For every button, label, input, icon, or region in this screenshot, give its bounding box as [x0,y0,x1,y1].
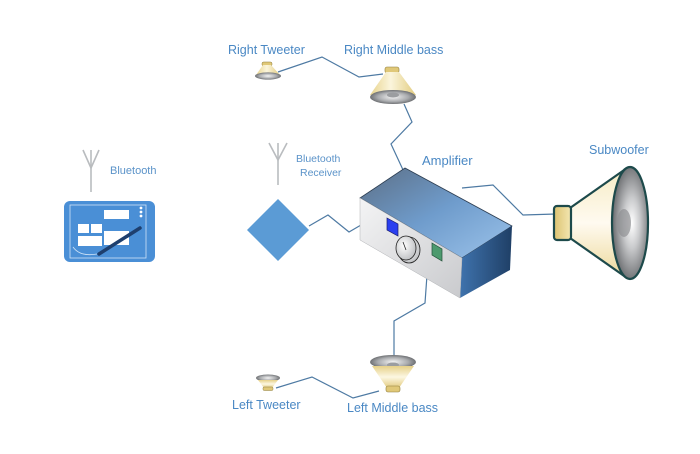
right-middle-bass-label: Right Middle bass [344,43,444,57]
amplifier-icon [359,167,513,299]
left-middle-bass-icon [370,355,416,393]
wire-right-middle-bass-to-amplifier [390,103,413,173]
right-tweeter-label: Right Tweeter [228,43,305,57]
wire-right-tweeter-to-right-middle-bass [277,56,384,78]
receiver-label-line1: Bluetooth [296,153,341,165]
right-middle-bass-icon [370,66,416,104]
tablet-icon [64,201,155,262]
bluetooth-receiver-icon [247,199,309,261]
tablet-antenna-icon [82,149,100,192]
wire-receiver-to-amplifier [308,214,362,233]
wire-amplifier-to-left-middle-bass [393,274,428,357]
left-tweeter-label: Left Tweeter [232,398,301,412]
receiver-label-line2: Receiver [300,167,342,179]
wires [275,56,557,399]
left-middle-bass-label: Left Middle bass [347,401,439,415]
wire-left-middle-bass-to-left-tweeter [275,376,380,399]
subwoofer-label: Subwoofer [589,143,649,157]
amplifier-label: Amplifier [422,153,473,168]
tablet-bluetooth-label: Bluetooth [110,165,157,177]
subwoofer-icon [552,165,650,281]
right-tweeter-icon [255,61,281,80]
left-tweeter-icon [256,374,280,391]
receiver-antenna-icon [268,142,288,185]
wire-amplifier-to-subwoofer [461,184,557,216]
